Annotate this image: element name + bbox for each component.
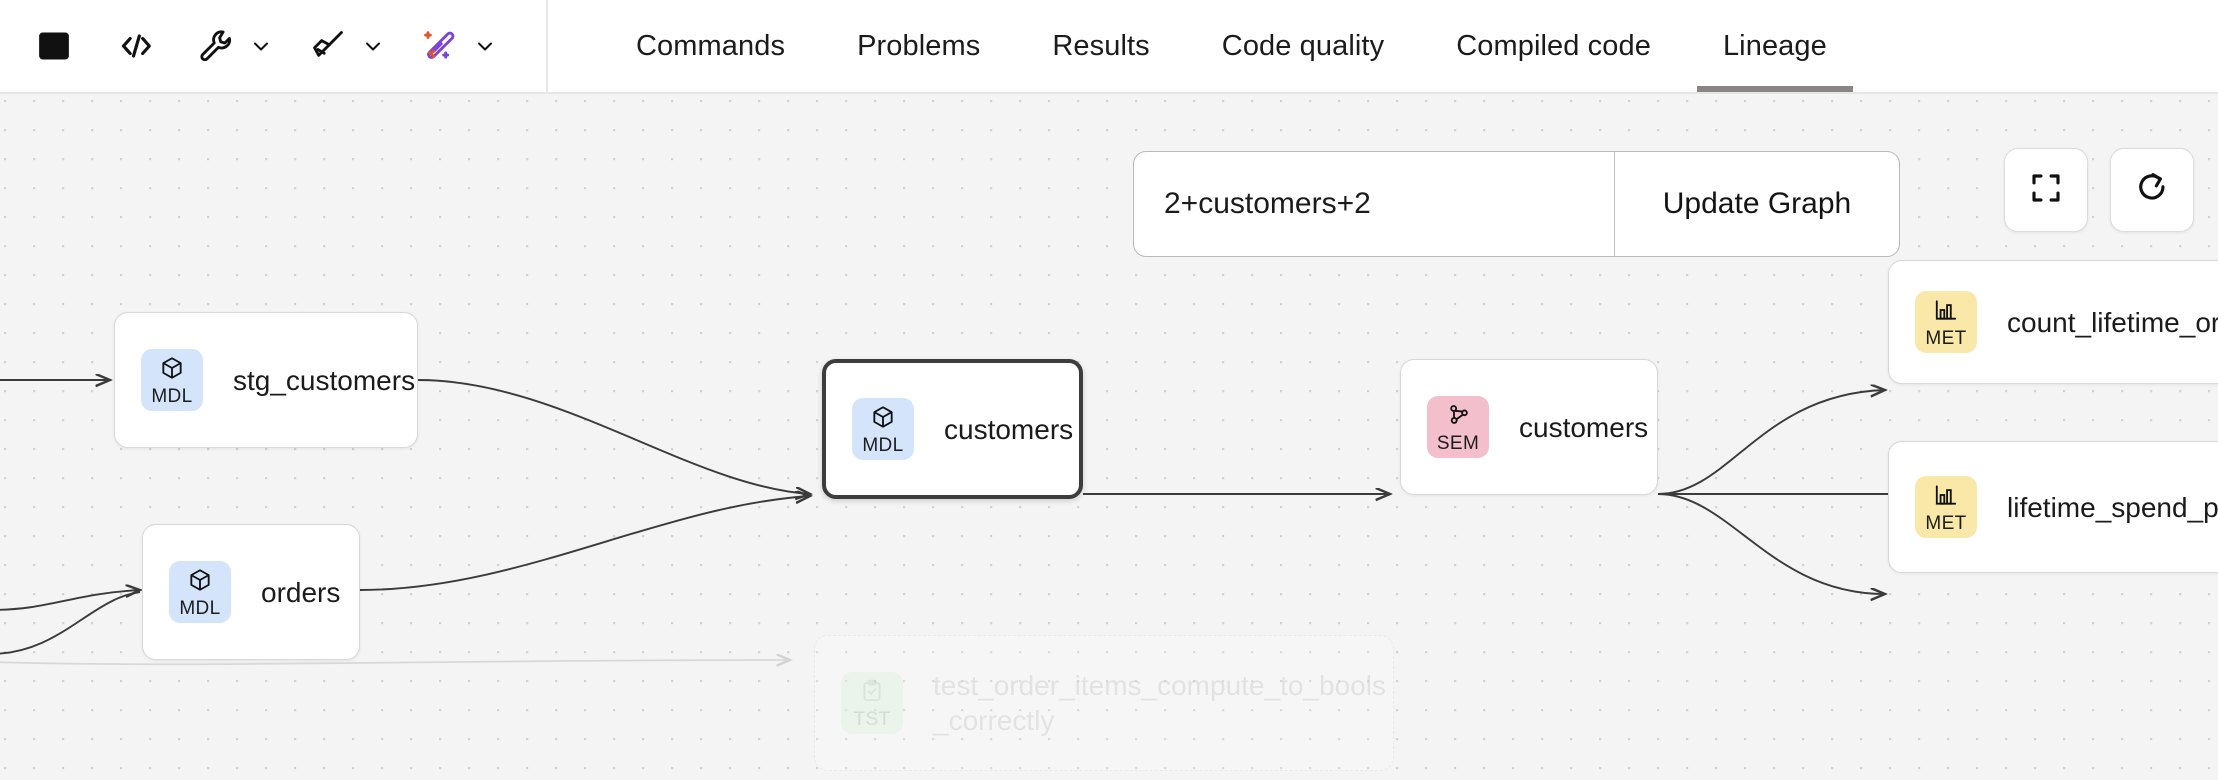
node-orders[interactable]: MDL orders: [142, 524, 360, 660]
chevron-down-icon-format[interactable]: [356, 21, 390, 71]
update-graph-button[interactable]: Update Graph: [1614, 152, 1899, 256]
lineage-search-input[interactable]: [1134, 152, 1614, 256]
badge-label: MDL: [179, 597, 221, 619]
network-icon: [1445, 402, 1471, 433]
bar-chart-icon: [1933, 482, 1959, 513]
reset-graph-button[interactable]: [2110, 148, 2194, 232]
node-label: lifetime_spend_preta: [2007, 491, 2218, 523]
node-customers-mdl[interactable]: MDL customers: [822, 359, 1083, 499]
ai-assist-group: [412, 18, 502, 74]
table-view-icon[interactable]: [26, 18, 82, 74]
broom-icon[interactable]: [300, 18, 356, 74]
fit-view-button[interactable]: [2004, 148, 2088, 232]
cube-icon: [159, 355, 185, 386]
bar-chart-icon: [1933, 297, 1959, 328]
badge-met: MET: [1915, 476, 1977, 538]
node-label: test_order_items_compute_to_bools _corre…: [933, 670, 1386, 736]
tab-lineage[interactable]: Lineage: [1687, 0, 1863, 92]
fit-view-icon: [2028, 170, 2064, 211]
badge-label: MDL: [862, 434, 904, 456]
node-label: customers: [1519, 411, 1649, 443]
tab-problems[interactable]: Problems: [857, 29, 981, 62]
cube-icon: [870, 404, 896, 435]
badge-sem: SEM: [1427, 396, 1489, 458]
badge-label: SEM: [1436, 432, 1480, 454]
tab-compiled-code[interactable]: Compiled code: [1456, 29, 1651, 62]
chevron-down-icon-tools[interactable]: [244, 21, 278, 71]
badge-mdl: MDL: [169, 561, 231, 623]
code-view-icon[interactable]: [108, 18, 164, 74]
tab-code-quality[interactable]: Code quality: [1221, 29, 1385, 62]
badge-label: MET: [1925, 327, 1967, 349]
node-label: stg_customers: [233, 364, 416, 396]
lineage-edges: [0, 94, 2218, 780]
editor-header: Commands Problems Results Code quality C…: [0, 0, 2218, 94]
editor-toolbar: [0, 0, 548, 92]
wrench-icon[interactable]: [188, 18, 244, 74]
node-lifetime-spend-pretax[interactable]: MET lifetime_spend_preta: [1888, 441, 2218, 573]
lineage-canvas[interactable]: MDL stg_customers MDL orders: [0, 94, 2218, 780]
badge-met: MET: [1915, 291, 1977, 353]
canvas-controls: [2004, 148, 2194, 232]
tab-commands[interactable]: Commands: [636, 29, 786, 62]
badge-label: MET: [1925, 512, 1967, 534]
node-test-order-items: TST test_order_items_compute_to_bools _c…: [814, 635, 1394, 771]
node-count-lifetime-orders[interactable]: MET count_lifetime_order: [1888, 260, 2218, 384]
magic-wand-icon[interactable]: [412, 18, 468, 74]
badge-label: TST: [853, 708, 891, 730]
tools-group: [188, 18, 278, 74]
node-label: customers: [944, 413, 1074, 445]
tab-results[interactable]: Results: [1052, 29, 1150, 62]
node-stg-customers[interactable]: MDL stg_customers: [114, 312, 418, 448]
node-customers-sem[interactable]: SEM customers: [1400, 359, 1658, 495]
lineage-search-bar: Update Graph: [1133, 151, 1900, 257]
refresh-icon: [2134, 170, 2170, 211]
format-group: [300, 18, 390, 74]
clipboard-check-icon: [859, 678, 885, 709]
badge-mdl: MDL: [141, 349, 203, 411]
badge-label: MDL: [151, 385, 193, 407]
node-label: orders: [261, 576, 341, 608]
badge-tst: TST: [841, 672, 903, 734]
editor-tabs: Commands Problems Results Code quality C…: [548, 0, 2218, 92]
node-label: count_lifetime_order: [2007, 306, 2218, 338]
chevron-down-icon-ai[interactable]: [468, 21, 502, 71]
cube-icon: [187, 567, 213, 598]
badge-mdl: MDL: [852, 398, 914, 460]
